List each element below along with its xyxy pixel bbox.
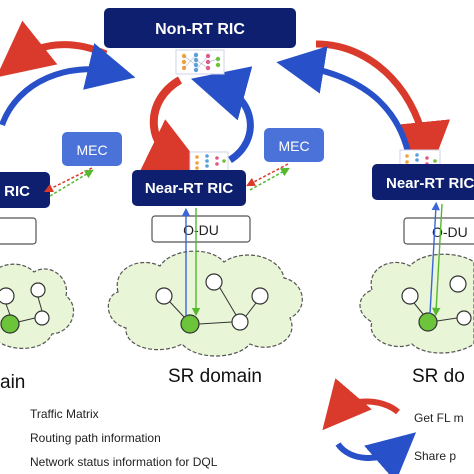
center-near-rt-ric-label: Near-RT RIC	[145, 180, 234, 197]
legend: Traffic Matrix Routing path information …	[30, 378, 464, 474]
center-near-rt-ric-box: Near-RT RIC	[132, 170, 246, 206]
center-exchange-loop	[137, 66, 254, 177]
left-mec-label: MEC	[76, 142, 107, 158]
curved-arrow-icon	[322, 378, 400, 431]
left-near-rt-ric-box: RIC	[0, 172, 50, 208]
right-near-rt-ric-label: Near-RT RIC	[386, 175, 474, 192]
center-sr-domain-cloud	[107, 250, 303, 357]
non-rt-ric-label: Non-RT RIC	[155, 21, 245, 38]
legend-traffic-matrix: Traffic Matrix	[30, 407, 99, 421]
center-odu-box: O-DU	[151, 215, 251, 243]
neural-network-icon	[189, 151, 229, 173]
legend-share: Share p	[414, 449, 456, 463]
left-sr-domain-cloud	[0, 263, 75, 349]
right-near-rt-ric-box: Near-RT RIC	[372, 164, 474, 200]
right-odu-box: O-DU	[403, 217, 474, 245]
right-sr-domain-cloud	[359, 253, 474, 354]
right-exchange-arrows	[276, 40, 451, 178]
left-mec-box: MEC	[62, 132, 122, 166]
right-data-links	[429, 201, 443, 317]
curved-arrow-icon	[335, 432, 417, 474]
legend-get-fl: Get FL m	[414, 411, 464, 425]
left-domain-label: ain	[0, 372, 25, 393]
center-odu-label: O-DU	[183, 222, 219, 238]
center-domain-label: SR domain	[168, 366, 262, 387]
legend-network-status: Network status information for DQL	[30, 455, 218, 469]
left-odu-box	[0, 217, 37, 245]
non-rt-ric-box: Non-RT RIC	[104, 8, 296, 48]
center-mec-box: MEC	[264, 128, 324, 162]
right-odu-label: O-DU	[432, 224, 468, 240]
legend-routing-path: Routing path information	[30, 431, 161, 445]
left-ric-label: RIC	[4, 183, 30, 200]
right-domain-label: SR do	[412, 366, 465, 387]
neural-network-icon	[175, 49, 225, 75]
center-data-links	[181, 207, 201, 317]
center-mec-label: MEC	[278, 138, 309, 154]
left-exchange-arrows	[0, 20, 136, 127]
